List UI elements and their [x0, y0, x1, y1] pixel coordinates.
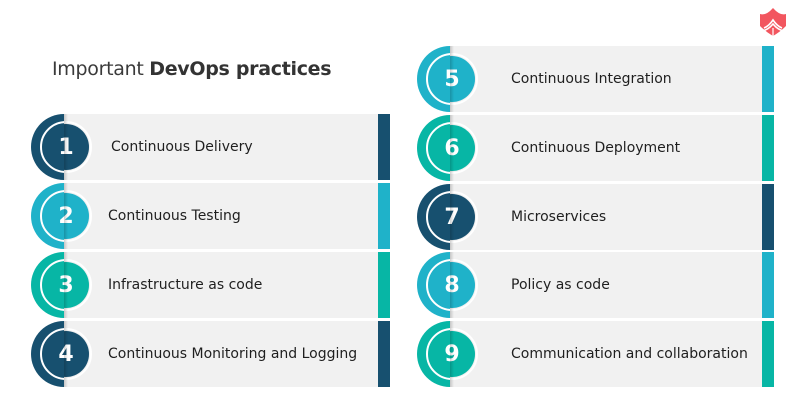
accent-bar [378, 183, 390, 249]
accent-bar [378, 321, 390, 387]
number-badge: 6 [429, 125, 475, 171]
number-ring [426, 122, 478, 174]
title-prefix: Important [52, 58, 150, 80]
practice-label: Microservices [511, 209, 607, 225]
practice-label: Infrastructure as code [108, 277, 263, 293]
practice-label: Continuous Testing [108, 208, 241, 224]
number-ring [426, 191, 478, 243]
number-ring [40, 190, 92, 242]
practice-label: Communication and collaboration [511, 346, 748, 362]
accent-bar [762, 252, 774, 318]
accent-bar [762, 321, 774, 387]
fold-shadow [64, 321, 68, 387]
accent-bar [762, 46, 774, 112]
practice-label: Policy as code [511, 277, 610, 293]
fold-shadow [450, 184, 454, 250]
fold-shadow [64, 183, 68, 249]
number-ring [426, 53, 478, 105]
number-ring [426, 259, 478, 311]
practice-card [450, 252, 762, 318]
practice-item-3: 3 Infrastructure as code [31, 252, 390, 318]
number-ring [40, 121, 92, 173]
number-ring [40, 328, 92, 380]
practice-item-7: 7 Microservices [417, 184, 775, 250]
accent-bar [762, 184, 774, 250]
number-badge: 4 [43, 331, 89, 377]
practice-card [450, 115, 762, 181]
practice-card [450, 46, 762, 112]
number-ring [40, 259, 92, 311]
number-badge: 9 [429, 331, 475, 377]
fold-shadow [450, 252, 454, 318]
practice-label: Continuous Deployment [511, 140, 681, 156]
practice-card [64, 183, 378, 249]
fold-shadow [64, 252, 68, 318]
practice-item-9: 9 Communication and collaboration [417, 321, 775, 387]
number-badge: 1 [43, 124, 89, 170]
accent-bar [378, 252, 390, 318]
number-badge: 3 [43, 262, 89, 308]
practice-item-6: 6 Continuous Deployment [417, 115, 775, 181]
practice-label: Continuous Monitoring and Logging [108, 346, 358, 362]
practice-item-8: 8 Policy as code [417, 252, 775, 318]
number-badge: 5 [429, 56, 475, 102]
practice-item-5: 5 Continuous Integration [417, 46, 775, 112]
practice-card [450, 184, 762, 250]
practice-card [64, 321, 378, 387]
page-title: Important DevOps practices [52, 58, 332, 80]
fold-shadow [64, 114, 68, 180]
number-badge: 8 [429, 262, 475, 308]
practice-card [64, 114, 378, 180]
practice-item-2: 2 Continuous Testing [31, 183, 390, 249]
number-badge: 7 [429, 194, 475, 240]
practice-label: Continuous Integration [511, 71, 672, 87]
title-bold: DevOps practices [149, 58, 332, 80]
fold-shadow [450, 115, 454, 181]
accent-bar [378, 114, 390, 180]
fold-shadow [450, 321, 454, 387]
practice-label: Continuous Delivery [111, 139, 253, 155]
number-badge: 2 [43, 193, 89, 239]
lotus-logo-icon [760, 8, 786, 36]
practice-card [450, 321, 762, 387]
practice-item-4: 4 Continuous Monitoring and Logging [31, 321, 390, 387]
practice-item-1: 1 Continuous Delivery [31, 114, 390, 180]
fold-shadow [450, 46, 454, 112]
practice-card [64, 252, 378, 318]
accent-bar [762, 115, 774, 181]
number-ring [426, 328, 478, 380]
